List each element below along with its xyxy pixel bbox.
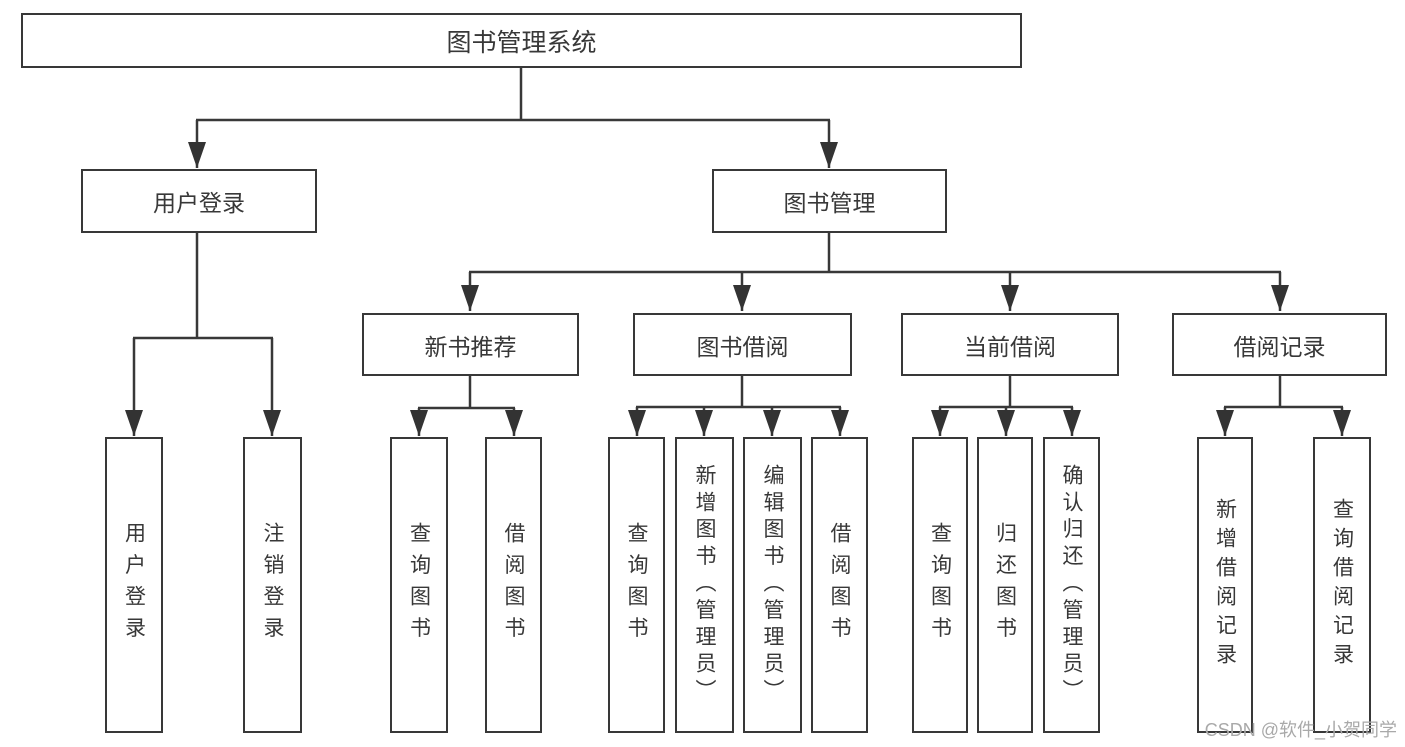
- leaf-query-book-borrow-label: 查询图书: [625, 522, 648, 648]
- leaf-borrow-book-recommend-label: 借阅图书: [502, 522, 525, 648]
- node-library-system: 图书管理系统: [21, 13, 1022, 68]
- leaf-query-borrow-record: 查询借阅记录: [1313, 437, 1371, 733]
- leaf-query-book-current-label: 查询图书: [928, 522, 952, 648]
- node-book-management-label: 图书管理: [783, 190, 876, 216]
- leaf-edit-book-admin: 编辑图书（管理员）: [743, 437, 802, 733]
- leaf-query-borrow-record-label: 查询借阅记录: [1330, 498, 1354, 672]
- node-book-borrow: 图书借阅: [633, 313, 852, 376]
- leaf-query-book-recommend: 查询图书: [390, 437, 448, 733]
- leaf-query-book-current: 查询图书: [912, 437, 968, 733]
- leaf-user-login: 用户登录: [105, 437, 163, 733]
- leaf-add-borrow-record-label: 新增借阅记录: [1213, 498, 1237, 672]
- leaf-edit-book-admin-label: 编辑图书（管理员）: [761, 464, 784, 706]
- leaf-borrow-book-label: 借阅图书: [828, 522, 851, 648]
- leaf-user-login-label: 用户登录: [122, 522, 146, 648]
- node-user-login: 用户登录: [81, 169, 317, 233]
- node-book-borrow-label: 图书借阅: [696, 333, 789, 360]
- csdn-watermark: CSDN @软件_小贺同学: [1204, 720, 1397, 740]
- node-borrow-records: 借阅记录: [1172, 313, 1387, 376]
- leaf-add-book-admin: 新增图书（管理员）: [675, 437, 734, 733]
- node-borrow-records-label: 借阅记录: [1233, 333, 1326, 360]
- node-user-login-label: 用户登录: [153, 190, 245, 216]
- leaf-borrow-book: 借阅图书: [811, 437, 868, 733]
- leaf-query-book-borrow: 查询图书: [608, 437, 665, 733]
- leaf-return-book: 归还图书: [977, 437, 1033, 733]
- node-book-management: 图书管理: [712, 169, 947, 233]
- node-current-borrow: 当前借阅: [901, 313, 1119, 376]
- leaf-confirm-return-admin: 确认归还（管理员）: [1043, 437, 1100, 733]
- leaf-add-book-admin-label: 新增图书（管理员）: [693, 464, 716, 706]
- leaf-query-book-recommend-label: 查询图书: [407, 522, 431, 648]
- node-new-book-recommend-label: 新书推荐: [424, 333, 517, 360]
- node-library-system-label: 图书管理系统: [446, 28, 597, 57]
- leaf-logout: 注销登录: [243, 437, 302, 733]
- leaf-borrow-book-recommend: 借阅图书: [485, 437, 542, 733]
- leaf-return-book-label: 归还图书: [993, 522, 1017, 648]
- leaf-confirm-return-admin-label: 确认归还（管理员）: [1060, 464, 1083, 706]
- leaf-add-borrow-record: 新增借阅记录: [1197, 437, 1253, 733]
- node-current-borrow-label: 当前借阅: [964, 333, 1056, 360]
- leaf-logout-label: 注销登录: [261, 522, 284, 648]
- node-new-book-recommend: 新书推荐: [362, 313, 579, 376]
